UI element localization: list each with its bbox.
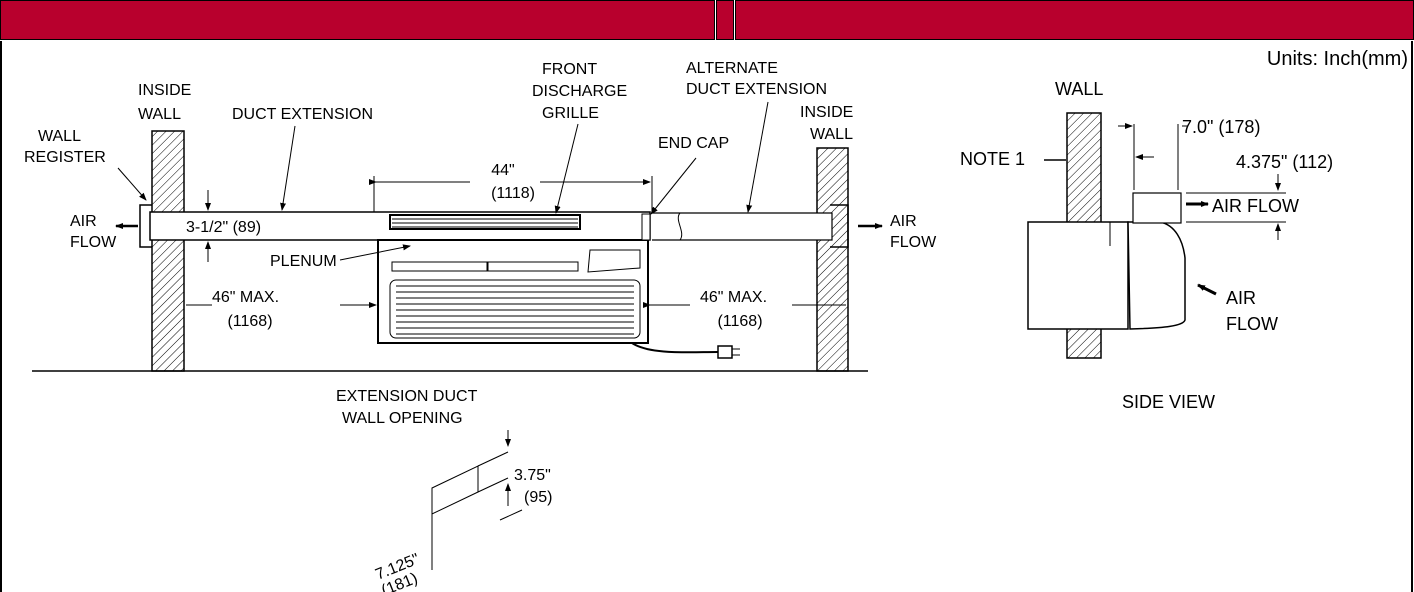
side-unit bbox=[1027, 221, 1129, 330]
wall-opening-shape bbox=[431, 465, 479, 515]
unit-grille bbox=[389, 279, 641, 339]
label-side-air-flow-top: AIR FLOW bbox=[1212, 196, 1299, 216]
label-air-flow-left-2: FLOW bbox=[70, 234, 117, 251]
dim-width-in: 44" bbox=[491, 162, 514, 179]
label-inside-wall-left-2: WALL bbox=[138, 106, 181, 123]
left-wall bbox=[151, 130, 185, 372]
label-alternate-duct-1: ALTERNATE bbox=[686, 60, 778, 77]
label-air-flow-right-2: FLOW bbox=[890, 234, 937, 251]
header-bar bbox=[0, 0, 1414, 42]
dim-duct-height: 3-1/2" (89) bbox=[186, 219, 261, 236]
dim-side-7: 7.0" (178) bbox=[1182, 117, 1260, 137]
label-side-wall: WALL bbox=[1055, 79, 1103, 99]
label-side-view: SIDE VIEW bbox=[1122, 392, 1215, 412]
label-inside-wall-left-1: INSIDE bbox=[138, 82, 191, 99]
dim-side-4375: 4.375" (112) bbox=[1236, 152, 1333, 172]
power-cord bbox=[631, 342, 719, 354]
header-cell-right bbox=[735, 0, 1414, 40]
label-inside-wall-right-2: WALL bbox=[810, 126, 853, 143]
dim-opening-h-in: 3.75" bbox=[514, 467, 551, 484]
dim-max-right-mm: (1168) bbox=[717, 313, 762, 330]
label-air-flow-right-1: AIR bbox=[890, 213, 917, 230]
label-front-discharge-3: GRILLE bbox=[542, 105, 599, 122]
diagram-frame bbox=[0, 41, 1413, 592]
side-unit-front bbox=[1127, 221, 1186, 330]
label-side-air-flow-1: AIR bbox=[1226, 288, 1256, 308]
label-ext-opening-1: EXTENSION DUCT bbox=[336, 388, 478, 405]
label-duct-extension: DUCT EXTENSION bbox=[232, 106, 373, 123]
label-front-discharge-2: DISCHARGE bbox=[532, 83, 627, 100]
label-end-cap: END CAP bbox=[658, 135, 729, 152]
dim-width-mm: (1118) bbox=[491, 185, 535, 202]
wall-register-right bbox=[830, 204, 849, 248]
label-alternate-duct-2: DUCT EXTENSION bbox=[686, 81, 827, 98]
label-note1: NOTE 1 bbox=[960, 149, 1025, 169]
right-wall bbox=[816, 147, 849, 372]
label-plenum: PLENUM bbox=[270, 253, 337, 270]
dim-max-right-in: 46" MAX. bbox=[700, 289, 767, 306]
label-side-air-flow-2: FLOW bbox=[1226, 314, 1278, 334]
wall-register-left bbox=[139, 204, 152, 248]
label-air-flow-left-1: AIR bbox=[70, 213, 97, 230]
header-cell-left bbox=[0, 0, 715, 40]
dim-max-left-in: 46" MAX. bbox=[212, 289, 279, 306]
units-label: Units: Inch(mm) bbox=[1266, 48, 1408, 70]
header-cell-middle bbox=[716, 0, 734, 40]
label-ext-opening-2: WALL OPENING bbox=[342, 410, 463, 427]
alternate-duct bbox=[652, 212, 833, 241]
label-wall-register-2: REGISTER bbox=[24, 149, 106, 166]
label-inside-wall-right-1: INSIDE bbox=[800, 104, 853, 121]
label-front-discharge-1: FRONT bbox=[542, 61, 597, 78]
label-wall-register-1: WALL bbox=[38, 128, 81, 145]
dim-max-left-mm: (1168) bbox=[227, 313, 272, 330]
dim-opening-h-mm: (95) bbox=[524, 489, 552, 506]
side-duct bbox=[1132, 192, 1182, 224]
